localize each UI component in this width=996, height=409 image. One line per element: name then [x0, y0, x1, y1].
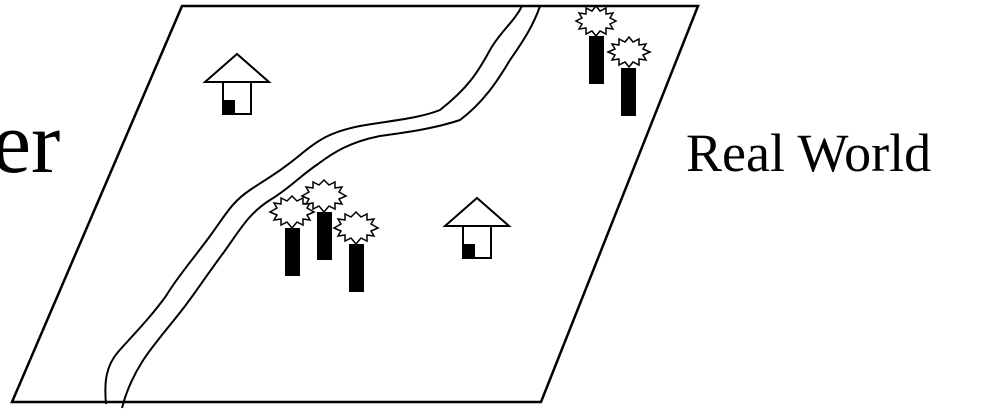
tree-trunk [589, 36, 604, 84]
tree-crown [574, 4, 618, 38]
house-icon [202, 52, 272, 115]
river-icon [104, 5, 541, 409]
tree-crown [300, 178, 348, 214]
tree-crown [332, 210, 380, 246]
tree-group-center [268, 178, 380, 292]
house-door [462, 244, 475, 259]
tree-trunk [349, 244, 364, 292]
tree-icon [574, 4, 618, 84]
tree-crown [606, 35, 652, 69]
tree-icon [332, 210, 380, 292]
tree-trunk [317, 212, 332, 260]
cropped-left-label: er [0, 95, 60, 192]
tree-icon [268, 194, 316, 276]
tree-group-top-right [574, 4, 652, 116]
house-icon [442, 196, 512, 259]
house-door [222, 100, 235, 115]
tree-trunk [621, 68, 636, 116]
tree-icon [300, 178, 348, 260]
tree-icon [606, 35, 652, 116]
ground-plane [10, 4, 700, 404]
river-bank-left [104, 5, 523, 405]
real-world-label: Real World [686, 123, 931, 183]
river-bank-right [121, 5, 541, 409]
house-roof [202, 52, 272, 83]
house-roof [442, 196, 512, 227]
tree-trunk [285, 228, 300, 276]
